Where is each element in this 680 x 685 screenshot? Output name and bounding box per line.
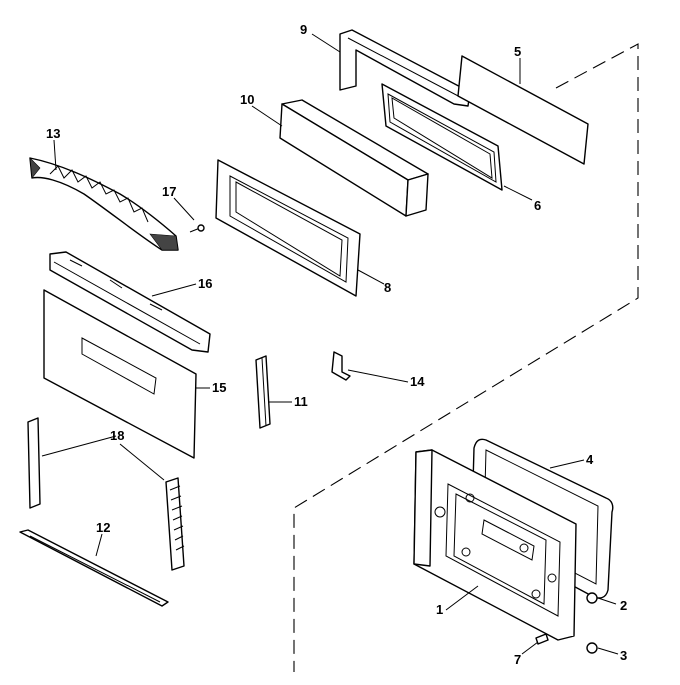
callout-13: 13 — [46, 126, 60, 141]
part-side-trim-left[interactable] — [27, 417, 41, 509]
callout-7: 7 — [514, 652, 521, 667]
part-top-channel[interactable] — [49, 251, 211, 353]
leader-line-2 — [597, 597, 617, 605]
callout-9: 9 — [300, 22, 307, 37]
part-bottom-trim[interactable] — [19, 529, 169, 607]
part-hinge-clip[interactable] — [331, 351, 351, 381]
callout-6: 6 — [534, 198, 541, 213]
callout-14: 14 — [410, 374, 425, 389]
leader-line-1 — [445, 585, 479, 611]
part-outer-door-panel[interactable] — [43, 289, 197, 459]
callout-15: 15 — [212, 380, 226, 395]
leader-line-17 — [173, 197, 195, 221]
callout-8: 8 — [384, 280, 391, 295]
leader-line-8 — [357, 269, 385, 285]
callout-3: 3 — [620, 648, 627, 663]
leader-line-18a — [41, 435, 117, 457]
callout-5: 5 — [514, 44, 521, 59]
callout-17: 17 — [162, 184, 176, 199]
part-fastener-nut-2[interactable] — [586, 592, 598, 604]
part-side-trim-right[interactable] — [165, 477, 185, 571]
part-fastener-nut-3[interactable] — [586, 642, 598, 654]
leader-line-6 — [503, 185, 533, 201]
leader-line-9 — [311, 33, 341, 53]
assembly-guide-line — [293, 43, 639, 672]
callout-1: 1 — [436, 602, 443, 617]
part-glass-panel[interactable] — [457, 55, 589, 165]
leader-line-10 — [251, 105, 283, 127]
leader-line-4 — [549, 459, 585, 469]
leader-line-14 — [347, 369, 409, 383]
callout-16: 16 — [198, 276, 212, 291]
callout-10: 10 — [240, 92, 254, 107]
callout-2: 2 — [620, 598, 627, 613]
part-door-handle[interactable] — [29, 157, 179, 251]
part-screw[interactable] — [189, 224, 205, 233]
callout-4: 4 — [586, 452, 594, 467]
leader-line-13 — [53, 139, 57, 171]
part-vent-trim[interactable] — [339, 29, 471, 107]
part-door-inner-frame[interactable] — [413, 449, 577, 641]
leader-line-16 — [151, 283, 197, 297]
callout-18: 18 — [110, 428, 124, 443]
leader-line-18b — [119, 443, 165, 481]
leader-line-7 — [521, 641, 539, 655]
part-insulation-block[interactable] — [279, 99, 429, 217]
callout-12: 12 — [96, 520, 110, 535]
leader-line-3 — [597, 647, 619, 655]
part-window-frame[interactable] — [381, 83, 503, 191]
part-side-bracket[interactable] — [255, 355, 271, 429]
leader-line-12 — [95, 533, 103, 557]
callout-11: 11 — [294, 394, 308, 409]
part-window-liner[interactable] — [215, 159, 361, 297]
